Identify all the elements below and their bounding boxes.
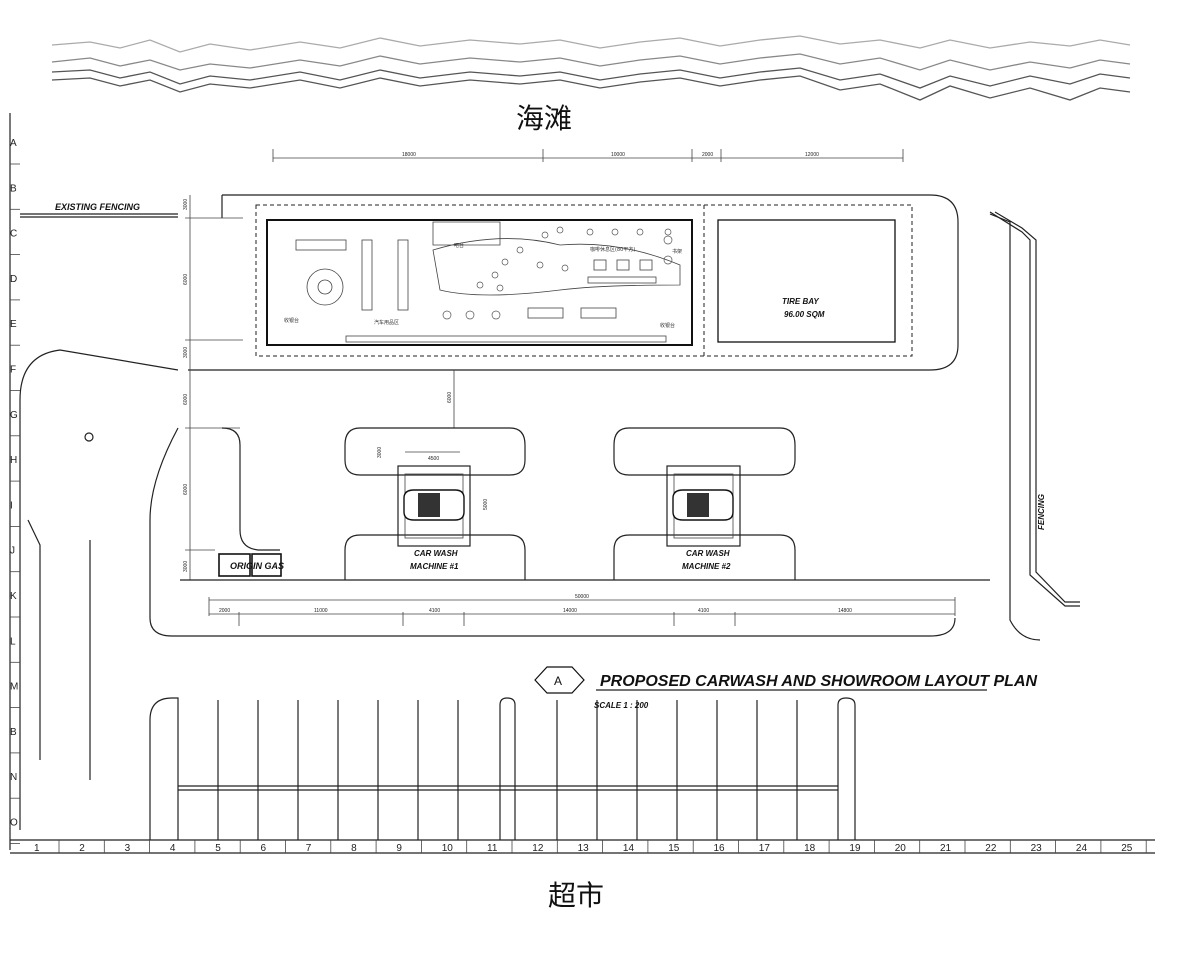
grid-col-label: 21 bbox=[940, 843, 952, 854]
svg-text:18000: 18000 bbox=[402, 152, 416, 158]
grid-row-label: H bbox=[10, 455, 17, 466]
grid-col-label: 8 bbox=[351, 843, 357, 854]
products-area-label: 汽车用品区 bbox=[374, 319, 399, 326]
grid-col-label: 1 bbox=[34, 843, 40, 854]
grid-col-label: 14 bbox=[623, 843, 635, 854]
bar-label: 吧台 bbox=[454, 242, 464, 249]
scale: SCALE 1 : 200 bbox=[594, 701, 649, 710]
grid-col-label: 9 bbox=[396, 843, 402, 854]
section-mark: A bbox=[554, 674, 562, 688]
grid-row-label: D bbox=[10, 274, 17, 285]
cashier-left-label: 收银台 bbox=[284, 317, 299, 324]
svg-text:3000: 3000 bbox=[183, 561, 189, 572]
grid-row-label: N bbox=[10, 772, 17, 783]
parking-lot bbox=[149, 697, 856, 840]
tire-bay: TIRE BAY 96.00 SQM bbox=[717, 219, 896, 343]
grid-col-label: 2 bbox=[79, 843, 85, 854]
svg-text:96.00 SQM: 96.00 SQM bbox=[784, 310, 825, 319]
svg-text:4100: 4100 bbox=[698, 608, 709, 614]
svg-text:MACHINE #1: MACHINE #1 bbox=[410, 562, 459, 571]
grid-col-label: 25 bbox=[1121, 843, 1133, 854]
svg-text:CAR WASH: CAR WASH bbox=[686, 549, 730, 558]
grid-col-label: 15 bbox=[668, 843, 680, 854]
existing-fencing-label: EXISTING FENCING bbox=[55, 202, 140, 212]
grid-col-label: 22 bbox=[985, 843, 997, 854]
svg-text:11000: 11000 bbox=[314, 608, 328, 614]
plot-setback bbox=[255, 204, 913, 357]
grid-col-label: 12 bbox=[532, 843, 544, 854]
grid-col-label: 4 bbox=[170, 843, 176, 854]
shelf-label: 书架 bbox=[672, 248, 682, 255]
supermarket-label: 超市 bbox=[548, 879, 604, 912]
grid-row-label: L bbox=[10, 636, 16, 647]
coastline bbox=[51, 35, 1131, 101]
svg-text:3000: 3000 bbox=[377, 447, 383, 458]
fencing-label: FENCING bbox=[1037, 494, 1046, 530]
svg-text:50000: 50000 bbox=[575, 594, 589, 600]
grid-row-label: I bbox=[10, 500, 13, 511]
svg-text:2000: 2000 bbox=[702, 152, 713, 158]
svg-text:5000: 5000 bbox=[483, 499, 489, 510]
grid-col-label: 10 bbox=[442, 843, 454, 854]
beach-label: 海滩 bbox=[516, 102, 572, 135]
grid-row-label: O bbox=[10, 818, 18, 829]
grid-row-label: E bbox=[10, 319, 17, 330]
cafe-label: 咖啡休息区(80平方) bbox=[590, 246, 635, 253]
showroom-building: 吧台 咖啡休息区(80平方) 汽车用品区 收银台 收银台 书架 bbox=[266, 219, 693, 346]
grid-row-label: F bbox=[10, 365, 16, 376]
grid-row-label: K bbox=[10, 591, 17, 602]
grid-row-label: B bbox=[10, 727, 17, 738]
svg-text:14000: 14000 bbox=[563, 608, 577, 614]
grid-row-label: A bbox=[10, 138, 17, 149]
grid-col-label: 17 bbox=[759, 843, 771, 854]
grid-col-label: 20 bbox=[895, 843, 907, 854]
grid-row-label: M bbox=[10, 682, 18, 693]
svg-text:TIRE BAY: TIRE BAY bbox=[782, 297, 819, 306]
grid-col-label: 18 bbox=[804, 843, 816, 854]
showroom-plot-boundary bbox=[188, 194, 959, 371]
svg-text:12000: 12000 bbox=[805, 152, 819, 158]
svg-text:6000: 6000 bbox=[183, 394, 189, 405]
svg-text:2000: 2000 bbox=[219, 608, 230, 614]
svg-text:MACHINE #2: MACHINE #2 bbox=[682, 562, 731, 571]
grid-row-label: C bbox=[10, 229, 17, 240]
grid-col-label: 6 bbox=[261, 843, 267, 854]
bottom-dimensions: 50000 2000 11000 4100 14000 4100 14800 bbox=[208, 594, 956, 626]
grid-col-label: 19 bbox=[849, 843, 861, 854]
car-wash-bay-1: 4500 5000 3000 CAR WASH MACHINE #1 bbox=[344, 427, 526, 580]
svg-text:14800: 14800 bbox=[838, 608, 852, 614]
left-dimensions: 3000 6000 3000 6000 6000 3000 6000 bbox=[183, 195, 455, 580]
title: PROPOSED CARWASH AND SHOWROOM LAYOUT PLA… bbox=[600, 673, 1037, 690]
drawing-title: A PROPOSED CARWASH AND SHOWROOM LAYOUT P… bbox=[534, 666, 1037, 710]
svg-text:4100: 4100 bbox=[429, 608, 440, 614]
grid-col-label: 24 bbox=[1076, 843, 1088, 854]
svg-text:6000: 6000 bbox=[183, 274, 189, 285]
grid-row-label: B bbox=[10, 183, 17, 194]
roads bbox=[19, 211, 1080, 830]
grid-col-label: 16 bbox=[714, 843, 726, 854]
svg-text:ORIGIN GAS: ORIGIN GAS bbox=[230, 561, 284, 571]
svg-text:4500: 4500 bbox=[428, 456, 439, 462]
grid-col-label: 5 bbox=[215, 843, 221, 854]
grid-col-label: 7 bbox=[306, 843, 312, 854]
svg-text:3000: 3000 bbox=[183, 347, 189, 358]
svg-text:6000: 6000 bbox=[447, 392, 453, 403]
grid-col-label: 3 bbox=[125, 843, 131, 854]
svg-text:3000: 3000 bbox=[183, 199, 189, 210]
grid-row-label: G bbox=[10, 410, 18, 421]
grid-row-label: J bbox=[10, 546, 15, 557]
svg-text:6000: 6000 bbox=[183, 484, 189, 495]
grid-col-label: 13 bbox=[578, 843, 590, 854]
svg-text:10000: 10000 bbox=[611, 152, 625, 158]
origin-gas: ORIGIN GAS bbox=[218, 553, 284, 577]
grid-col-label: 23 bbox=[1031, 843, 1043, 854]
top-dimension: 18000 10000 2000 12000 bbox=[272, 149, 904, 162]
svg-text:CAR WASH: CAR WASH bbox=[414, 549, 458, 558]
cashier-right-label: 收银台 bbox=[660, 322, 675, 329]
grid-col-label: 11 bbox=[487, 843, 498, 854]
car-wash-bay-2: CAR WASH MACHINE #2 bbox=[613, 427, 796, 580]
